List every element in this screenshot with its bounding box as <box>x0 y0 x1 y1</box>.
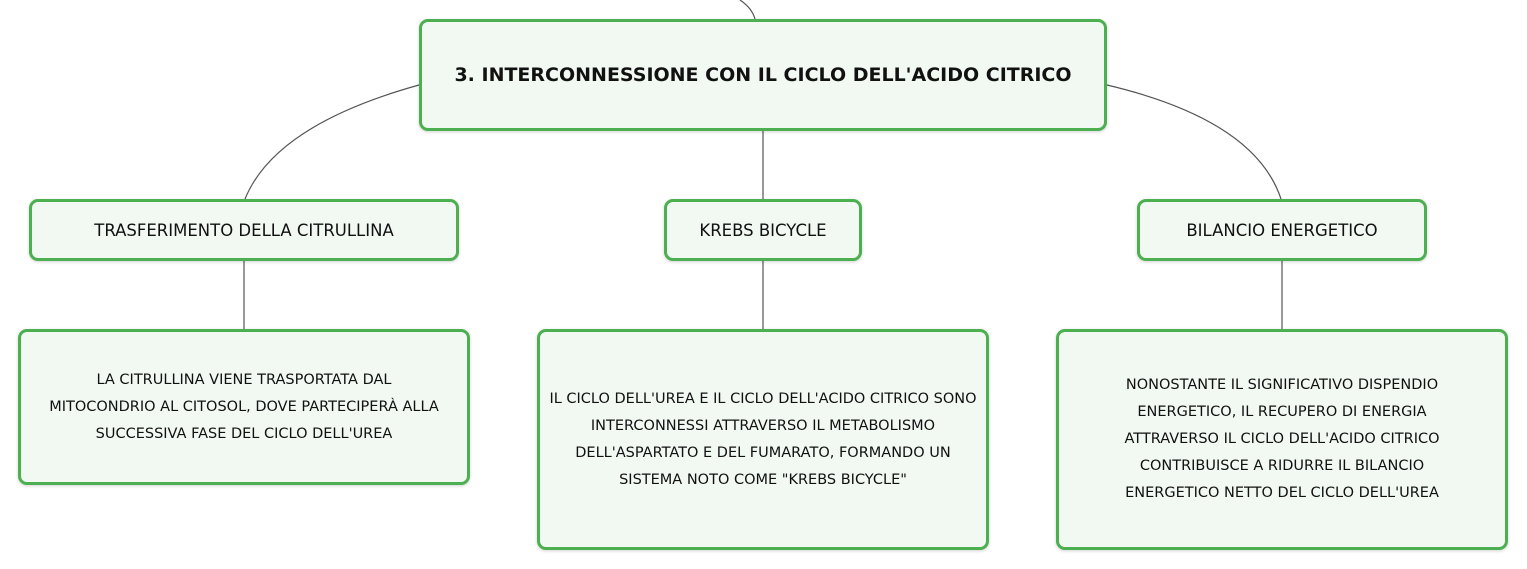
branch-label: TRASFERIMENTO DELLA CITRULLINA <box>94 220 394 240</box>
connector-parent-to-root <box>739 0 756 20</box>
detail-text: LA CITRULLINA VIENE TRASPORTATA DAL MITO… <box>49 371 439 442</box>
connector-root-to-branch-3 <box>1106 84 1282 200</box>
branch-node-bilancio-energetico[interactable]: BILANCIO ENERGETICO <box>1137 199 1427 261</box>
detail-node-bilancio-energetico[interactable]: NONOSTANTE IL SIGNIFICATIVO DISPENDIO EN… <box>1056 329 1508 550</box>
branch-label: BILANCIO ENERGETICO <box>1186 220 1378 240</box>
root-topic-node[interactable]: 3. INTERCONNESSIONE CON IL CICLO DELL'AC… <box>419 19 1107 131</box>
branch-node-krebs-bicycle[interactable]: KREBS BICYCLE <box>664 199 862 261</box>
detail-text: NONOSTANTE IL SIGNIFICATIVO DISPENDIO EN… <box>1124 377 1440 501</box>
branch-node-trasferimento-citrullina[interactable]: TRASFERIMENTO DELLA CITRULLINA <box>29 199 459 261</box>
branch-label: KREBS BICYCLE <box>699 220 827 240</box>
detail-node-krebs-bicycle[interactable]: IL CICLO DELL'UREA E IL CICLO DELL'ACIDO… <box>537 329 989 550</box>
connector-root-to-branch-1 <box>244 84 420 200</box>
detail-text: IL CICLO DELL'UREA E IL CICLO DELL'ACIDO… <box>549 390 977 488</box>
detail-node-trasferimento-citrullina[interactable]: LA CITRULLINA VIENE TRASPORTATA DAL MITO… <box>18 329 470 485</box>
root-topic-title: 3. INTERCONNESSIONE CON IL CICLO DELL'AC… <box>454 64 1072 86</box>
